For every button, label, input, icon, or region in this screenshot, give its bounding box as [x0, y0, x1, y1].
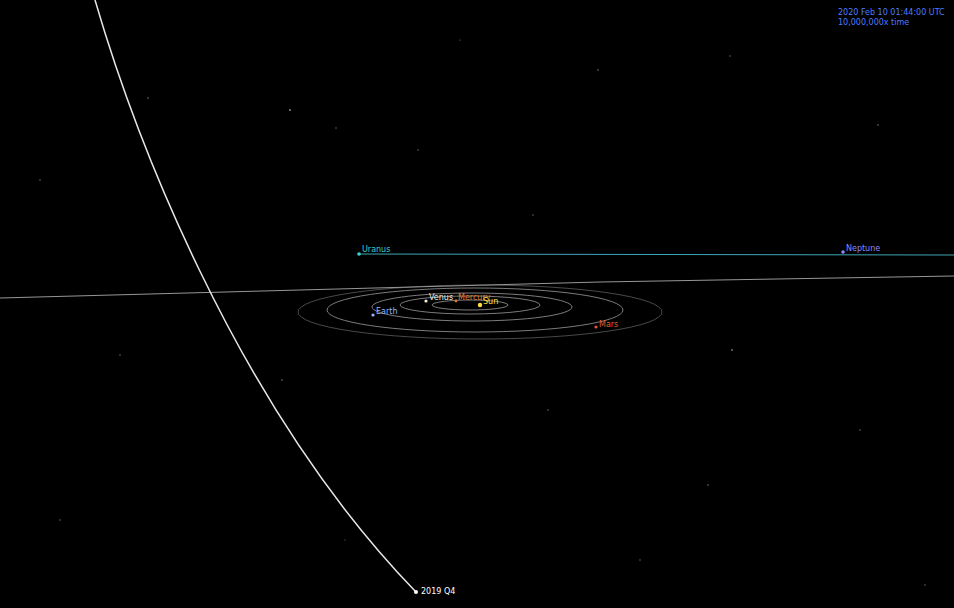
planet-label: Mars — [599, 320, 618, 330]
planet-label: Earth — [376, 307, 397, 317]
star-field — [39, 39, 925, 585]
outer-orbit — [360, 254, 954, 255]
comet-label: 2019 Q4 — [421, 587, 455, 597]
planet-dots — [357, 250, 845, 328]
planet-label: Sun — [483, 297, 498, 307]
comet-trajectory — [95, 0, 416, 592]
planet-label: Uranus — [362, 245, 390, 255]
inner-orbits — [298, 285, 662, 339]
comet-dot — [414, 590, 418, 594]
date-readout: 2020 Feb 10 01:44:00 UTC — [838, 8, 945, 18]
planet-label: Venus — [429, 293, 453, 303]
planet-label: Neptune — [846, 244, 880, 254]
time-rate: 10,000,000x time — [838, 18, 909, 28]
